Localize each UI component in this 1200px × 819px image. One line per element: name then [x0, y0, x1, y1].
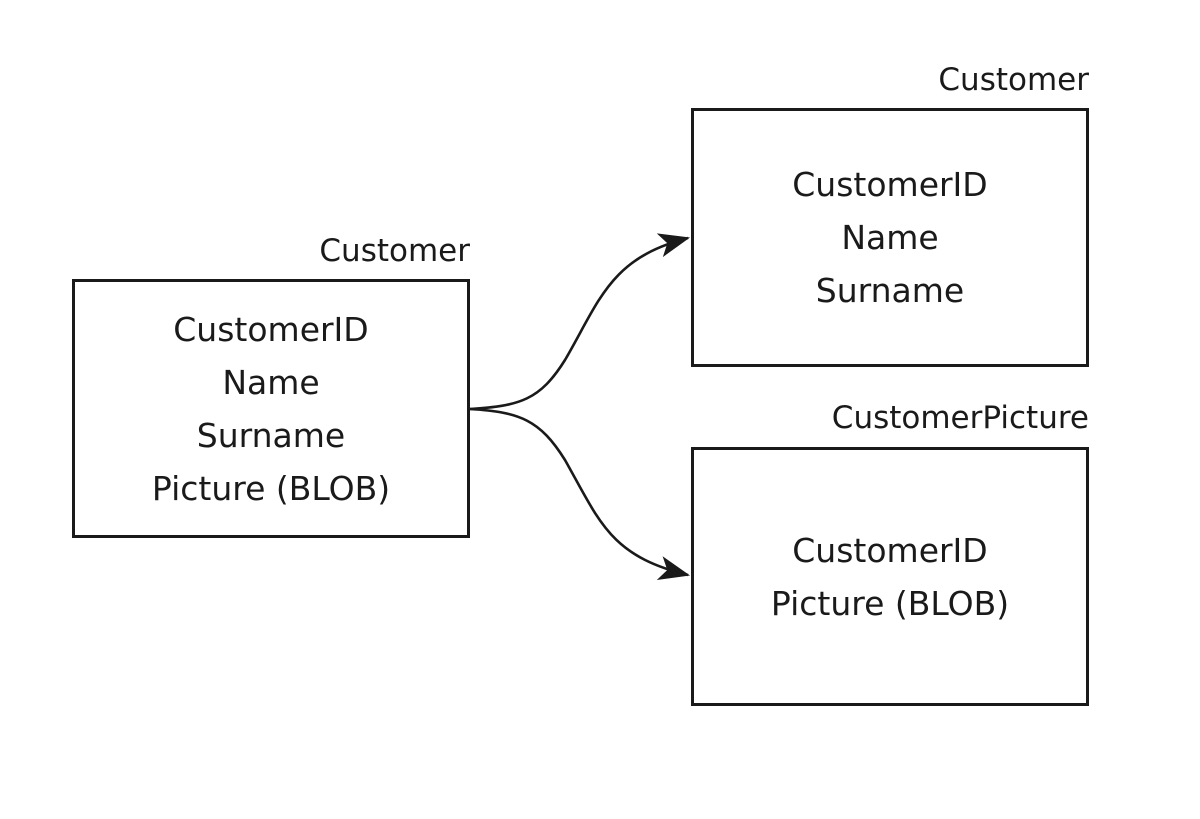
field-row: Picture (BLOB): [770, 583, 1010, 623]
field-row: Picture (BLOB): [151, 468, 391, 508]
field-row: Name: [222, 362, 320, 402]
entity-title-customer: Customer: [938, 62, 1089, 98]
field-row: Surname: [815, 271, 965, 310]
field-list-customer: CustomerID Name Surname: [694, 158, 1086, 317]
field-row: CustomerID: [792, 530, 988, 570]
connector-source-to-customerpicture: [469, 407, 691, 580]
entity-box-customer[interactable]: CustomerID Name Surname: [691, 108, 1089, 367]
field-list-customerpicture: CustomerID Picture (BLOB): [694, 524, 1086, 630]
entity-title-customerpicture: CustomerPicture: [831, 400, 1089, 436]
field-list-source: CustomerID Name Surname Picture (BLOB): [75, 303, 467, 515]
field-row: CustomerID: [173, 309, 369, 349]
field-row: CustomerID: [792, 165, 988, 204]
entity-box-customerpicture[interactable]: CustomerID Picture (BLOB): [691, 447, 1089, 706]
entity-box-source[interactable]: CustomerID Name Surname Picture (BLOB): [72, 279, 470, 538]
field-row: Surname: [196, 415, 346, 455]
connector-source-to-customer: [469, 233, 691, 411]
entity-title-source: Customer: [319, 233, 470, 269]
field-row: Name: [841, 218, 939, 257]
